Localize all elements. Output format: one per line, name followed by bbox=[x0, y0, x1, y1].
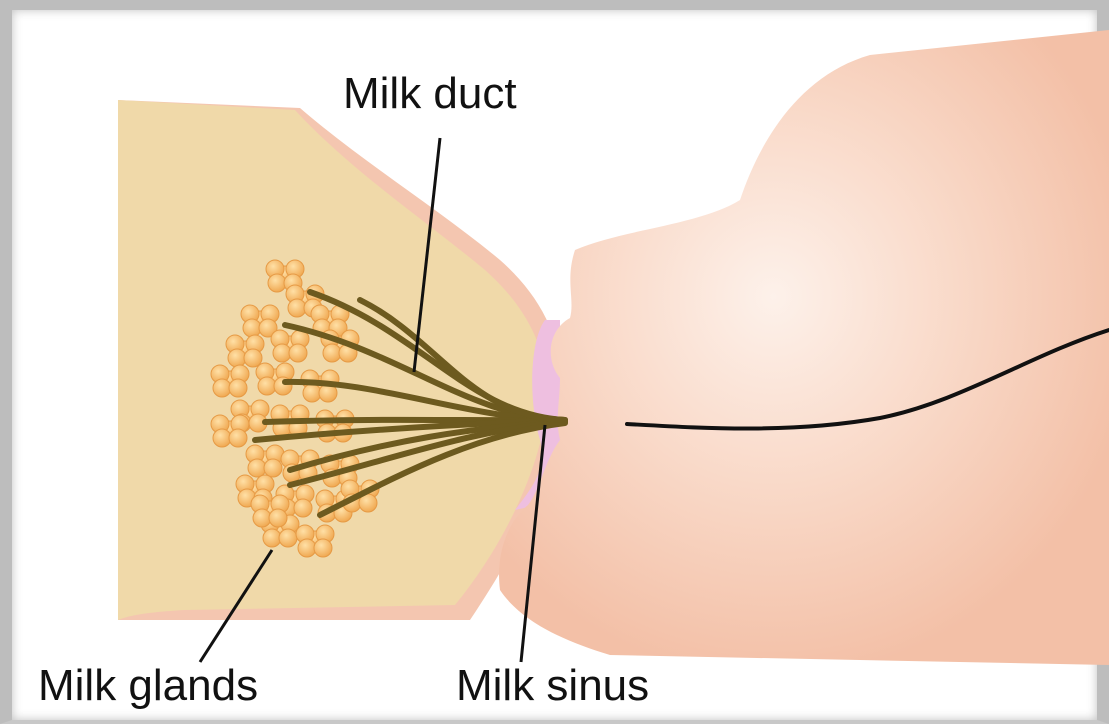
gland-lobule bbox=[298, 539, 316, 557]
milk-duct-label: Milk duct bbox=[343, 72, 517, 116]
gland-lobule bbox=[244, 349, 262, 367]
gland-lobule bbox=[288, 299, 306, 317]
gland-lobule bbox=[303, 384, 321, 402]
gland-lobule bbox=[263, 529, 281, 547]
gland-lobule bbox=[314, 539, 332, 557]
gland-lobule bbox=[228, 349, 246, 367]
baby-head bbox=[499, 30, 1109, 665]
gland-lobule bbox=[213, 429, 231, 447]
gland-lobule bbox=[253, 509, 271, 527]
milk-glands-label: Milk glands bbox=[38, 664, 258, 708]
gland-lobule bbox=[294, 499, 312, 517]
gland-lobule bbox=[273, 344, 291, 362]
gland-lobule bbox=[323, 344, 341, 362]
gland-lobule bbox=[248, 459, 266, 477]
gland-lobule bbox=[229, 429, 247, 447]
gland-lobule bbox=[279, 529, 297, 547]
gland-lobule bbox=[264, 459, 282, 477]
gland-lobule bbox=[213, 379, 231, 397]
milk-sinus-label: Milk sinus bbox=[456, 664, 649, 708]
gland-lobule bbox=[289, 344, 307, 362]
gland-lobule bbox=[268, 274, 286, 292]
gland-lobule bbox=[269, 509, 287, 527]
gland-lobule bbox=[229, 379, 247, 397]
gland-lobule bbox=[243, 319, 261, 337]
gland-lobule bbox=[258, 377, 276, 395]
